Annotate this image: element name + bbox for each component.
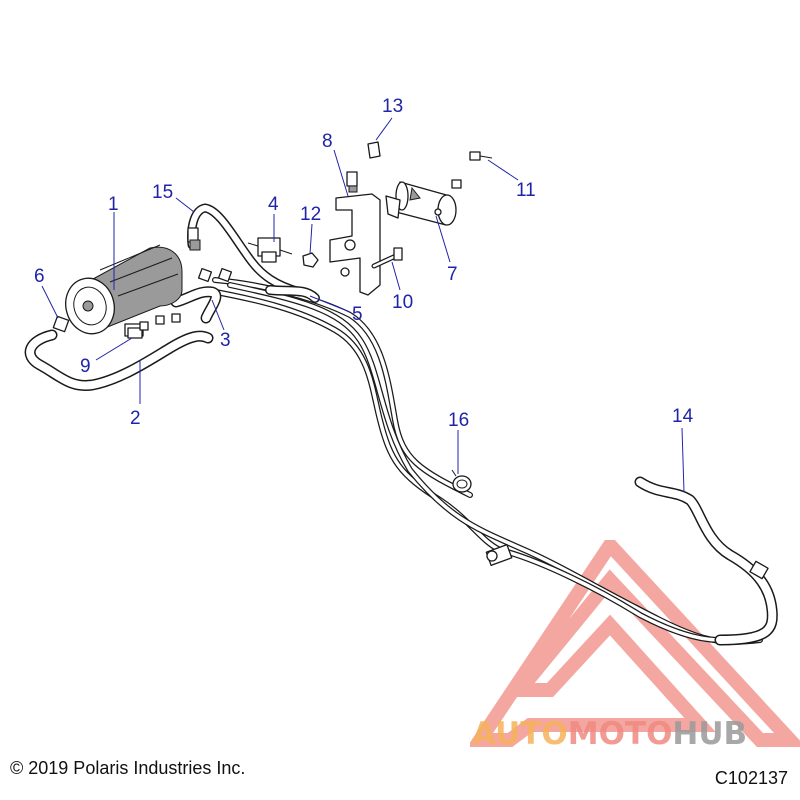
- watermark-logo: [470, 540, 800, 747]
- callout-16: 16: [448, 410, 469, 431]
- copyright-text: © 2019 Polaris Industries Inc.: [10, 758, 246, 778]
- hose-14: [634, 476, 778, 646]
- callout-11: 11: [516, 180, 536, 201]
- fittings: [155, 227, 233, 325]
- watermark-part-auto: AUTO: [472, 716, 568, 752]
- nut-part-6: [52, 315, 70, 333]
- watermark-part-moto: MOTO: [567, 716, 673, 752]
- hose-15: [187, 203, 305, 297]
- callout-15: 15: [152, 182, 173, 203]
- clip-part-13: [367, 141, 381, 159]
- callout-8: 8: [322, 131, 333, 152]
- clamp-part-16: [451, 469, 472, 493]
- nut-part-12: [302, 252, 319, 268]
- bolt-part-11: [451, 151, 493, 189]
- watermark-part-hub: HUB: [672, 716, 748, 752]
- hose-5: [265, 285, 320, 303]
- callout-12: 12: [300, 204, 321, 225]
- callout-5: 5: [352, 304, 363, 325]
- callout-13: 13: [382, 96, 403, 117]
- clip-part-9: [127, 321, 149, 339]
- callout-4: 4: [268, 194, 279, 215]
- callout-2: 2: [130, 408, 141, 429]
- hose-2: [24, 329, 214, 391]
- vent-hose-rear: [497, 547, 723, 643]
- callout-10: 10: [392, 292, 413, 313]
- callout-6: 6: [34, 266, 45, 287]
- canister-part-1: [65, 244, 183, 337]
- callout-14: 14: [672, 406, 694, 427]
- leader-lines: [41, 117, 685, 493]
- watermark-text: AUTOMOTOHUB: [472, 716, 747, 752]
- callout-9: 9: [80, 356, 91, 377]
- bolt-part-10: [371, 247, 403, 269]
- bracket-part-8: [329, 171, 381, 296]
- callout-7: 7: [447, 264, 458, 285]
- solenoid-part-7: [385, 181, 457, 226]
- callout-1: 1: [108, 194, 119, 215]
- callout-3: 3: [220, 330, 231, 351]
- vent-hose-long: [202, 277, 763, 645]
- diagram-code: C102137: [714, 768, 788, 788]
- junction-fitting: [485, 544, 513, 566]
- valve-part-4: [247, 237, 293, 263]
- hose-3: [170, 286, 222, 324]
